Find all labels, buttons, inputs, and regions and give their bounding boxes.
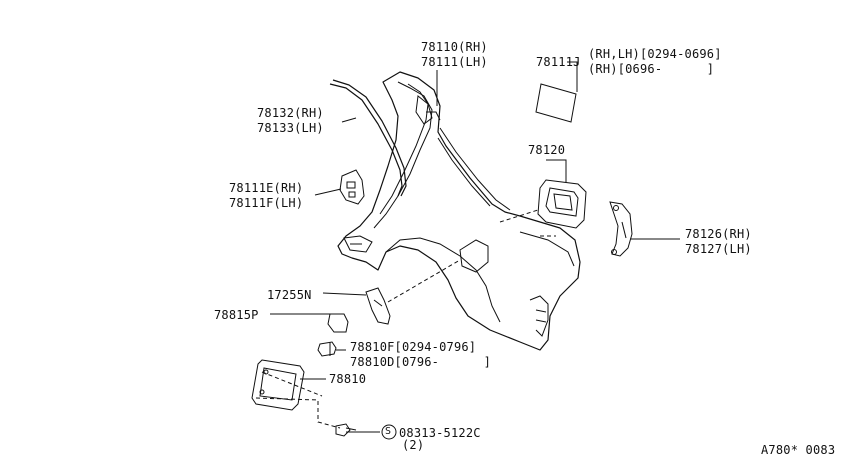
label-78132: 78132(RH) — [257, 106, 324, 120]
leader-lines — [270, 61, 680, 433]
label-78810: 78810 — [329, 372, 367, 386]
bracket-part — [339, 169, 365, 205]
label-78810d: 78810D[0796- ] — [350, 355, 492, 369]
label-17255n: 17255N — [267, 288, 312, 302]
label-78111e: 78111E(RH) — [229, 181, 304, 195]
fuel-filler-pocket — [537, 179, 587, 229]
fuel-lid-opening — [459, 239, 489, 273]
quarter-panel — [337, 71, 581, 351]
screw-symbol: S — [385, 426, 392, 437]
diagram-code: A780* 0083 — [761, 443, 836, 457]
label-78127: 78127(LH) — [685, 242, 752, 256]
label-78111f: 78111F(LH) — [229, 196, 304, 210]
label-08313-qty: (2) — [402, 438, 425, 452]
screw-symbol-circle — [381, 424, 397, 440]
label-08313: 08313-5122C — [399, 426, 481, 440]
label-78111j-note1: (RH,LH)[0294-0696] — [588, 47, 722, 61]
label-78120: 78120 — [528, 143, 566, 157]
label-78111: 78111(LH) — [421, 55, 488, 69]
bumper-part — [327, 313, 349, 333]
label-78815p: 78815P — [214, 308, 259, 322]
label-78810f: 78810F[0294-0796] — [350, 340, 477, 354]
label-78133: 78133(LH) — [257, 121, 324, 135]
screw-part — [335, 423, 357, 437]
lid-lock-part — [317, 341, 337, 357]
fuel-lid-part — [251, 359, 305, 411]
hose-bracket-part — [365, 287, 391, 325]
side-bracket-part — [609, 201, 633, 257]
assembly-lines — [255, 209, 556, 429]
label-78126: 78126(RH) — [685, 227, 752, 241]
label-78111j-note2: (RH)[0696- ] — [588, 62, 715, 76]
label-78111j: 78111J — [536, 55, 581, 69]
patch-part — [535, 83, 577, 123]
weatherstrip-part — [329, 79, 407, 197]
label-78110: 78110(RH) — [421, 40, 488, 54]
